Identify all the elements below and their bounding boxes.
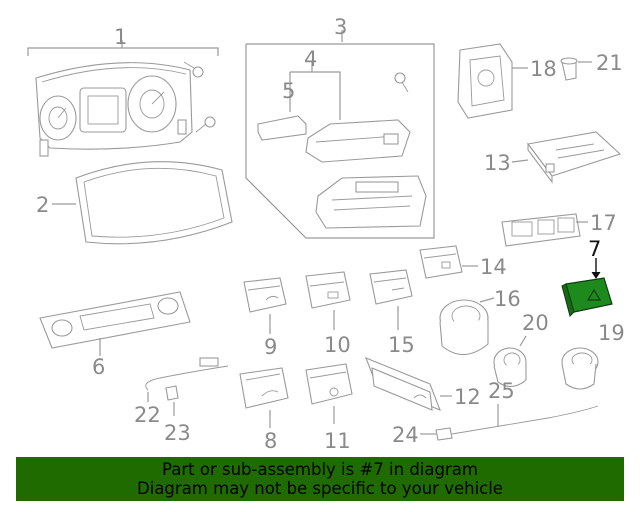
part-socket-19[interactable] [561, 347, 599, 390]
part-switch-base[interactable] [290, 62, 411, 163]
callout-23[interactable]: 23 [164, 421, 191, 445]
part-sensor-wire-22[interactable] [145, 357, 229, 402]
callout-2[interactable]: 2 [36, 193, 49, 217]
part-switch-9[interactable] [243, 277, 287, 334]
notice-line-1: Part or sub-assembly is #7 in diagram [162, 460, 478, 479]
part-trim-panel-13[interactable] [511, 131, 622, 184]
part-switch-14[interactable] [419, 245, 478, 279]
callout-8[interactable]: 8 [264, 429, 277, 453]
callout-6[interactable]: 6 [92, 355, 105, 379]
callout-5[interactable]: 5 [282, 79, 295, 103]
part-panel-screw[interactable] [394, 72, 409, 93]
part-instrument-cluster[interactable] [27, 40, 219, 157]
part-switch-15[interactable] [369, 269, 413, 330]
part-switch-panel-assembly[interactable] [245, 30, 435, 239]
callout-3[interactable]: 3 [334, 15, 347, 39]
callout-13[interactable]: 13 [484, 151, 511, 175]
part-switch-11[interactable] [305, 363, 353, 424]
callout-7[interactable]: 7 [588, 237, 601, 261]
part-push-start-button[interactable] [439, 297, 495, 356]
part-ring-20[interactable] [493, 335, 527, 388]
callout-16[interactable]: 16 [494, 287, 521, 311]
part-switch-housing[interactable] [315, 175, 427, 229]
callout-4[interactable]: 4 [304, 47, 317, 71]
part-cable-25[interactable] [451, 404, 599, 435]
part-cluster-bezel[interactable] [52, 161, 233, 245]
part-cluster-screw-lower[interactable] [195, 116, 216, 133]
callout-15[interactable]: 15 [388, 333, 415, 357]
part-module-18[interactable] [457, 43, 528, 119]
callout-12[interactable]: 12 [454, 385, 481, 409]
part-clip-21[interactable] [560, 57, 592, 81]
part-switch-strip-12[interactable] [365, 357, 452, 411]
callout-11[interactable]: 11 [324, 429, 351, 453]
callout-1[interactable]: 1 [114, 25, 127, 49]
part-connector-24[interactable] [420, 427, 453, 441]
part-sensor-clip-23[interactable] [165, 385, 179, 416]
callout-22[interactable]: 22 [134, 403, 161, 427]
notice-line-2: Diagram may not be specific to your vehi… [137, 479, 503, 498]
callout-14[interactable]: 14 [480, 255, 507, 279]
callout-9[interactable]: 9 [264, 335, 277, 359]
callout-24[interactable]: 24 [392, 423, 419, 447]
part-switch-17[interactable] [501, 213, 588, 247]
callout-17[interactable]: 17 [590, 211, 617, 235]
callout-21[interactable]: 21 [596, 51, 623, 75]
part-switch-10[interactable] [305, 271, 351, 330]
part-switch-8[interactable] [239, 367, 289, 428]
part-switch-knob[interactable] [257, 72, 307, 141]
callout-19[interactable]: 19 [598, 321, 625, 345]
part-hazard-switch[interactable] [561, 258, 613, 317]
callout-18[interactable]: 18 [530, 57, 557, 81]
callout-10[interactable]: 10 [324, 333, 351, 357]
callout-25[interactable]: 25 [488, 379, 515, 403]
part-climate-control-panel[interactable] [39, 291, 191, 356]
notice-banner: Part or sub-assembly is #7 in diagram Di… [16, 457, 624, 501]
part-cluster-screw-upper[interactable] [183, 61, 204, 78]
callout-20[interactable]: 20 [522, 311, 549, 335]
